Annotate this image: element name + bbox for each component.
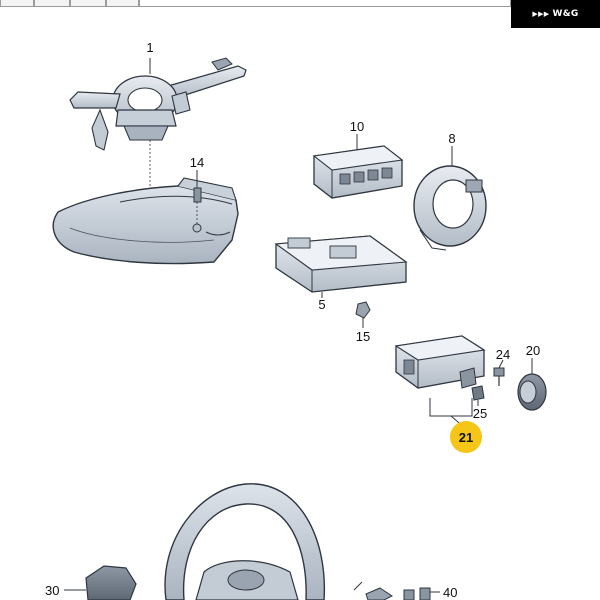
fastener-part — [355, 301, 371, 328]
module-assembly-part — [394, 335, 486, 429]
bracket-part — [64, 565, 137, 600]
highlight-marker[interactable] — [450, 421, 482, 453]
callout-20: 20 — [526, 343, 540, 358]
callout-30: 30 — [45, 583, 59, 598]
callout-5: 5 — [318, 297, 325, 312]
clip-part — [471, 385, 485, 406]
toolbar-button[interactable] — [106, 0, 139, 7]
combination-switch-part — [69, 57, 247, 212]
callout-25: 25 — [473, 406, 487, 421]
callout-14: 14 — [190, 155, 204, 170]
callout-15: 15 — [356, 329, 370, 344]
callout-8: 8 — [448, 131, 455, 146]
column-shroud-part — [52, 177, 239, 265]
callout-21: 21 — [459, 430, 473, 445]
callout-10: 10 — [350, 119, 364, 134]
steering-wheel-part — [164, 483, 326, 600]
screw-part — [192, 170, 202, 233]
brand-text: W&G — [552, 9, 579, 19]
toolbar-strip — [0, 0, 600, 8]
toolbar-button[interactable] — [70, 0, 106, 7]
control-unit-part — [274, 235, 408, 298]
bolt-part — [493, 359, 505, 386]
toolbar-button[interactable] — [34, 0, 70, 7]
callout-24: 24 — [496, 347, 510, 362]
clock-spring-part — [413, 146, 487, 251]
toolbar-button[interactable] — [0, 0, 34, 7]
cap-part — [517, 358, 547, 411]
switch-module-part — [312, 134, 404, 199]
brand-badge: ▶▶▶ W&G — [511, 0, 600, 28]
small-parts-40 — [353, 581, 440, 600]
toolbar-field[interactable] — [139, 0, 511, 7]
callout-40: 40 — [443, 585, 457, 600]
triple-arrow-logo-icon: ▶▶▶ — [532, 10, 550, 18]
callout-1: 1 — [146, 40, 153, 55]
